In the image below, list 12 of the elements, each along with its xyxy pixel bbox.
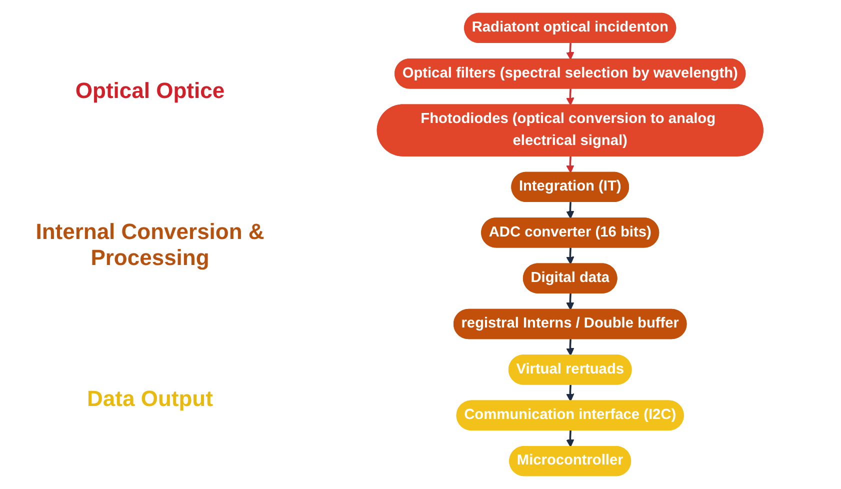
section-heading: Optical Optice [74, 78, 226, 104]
section-heading: Internal Conversion & Processing [34, 218, 266, 270]
arrow [566, 42, 575, 60]
arrow [566, 339, 575, 356]
section-heading: Data Output [86, 386, 214, 412]
arrow [566, 293, 575, 310]
arrow [566, 202, 575, 219]
arrow [566, 248, 575, 264]
arrow [566, 156, 575, 174]
arrow [566, 430, 575, 448]
arrow [566, 88, 575, 106]
arrow [566, 384, 575, 402]
